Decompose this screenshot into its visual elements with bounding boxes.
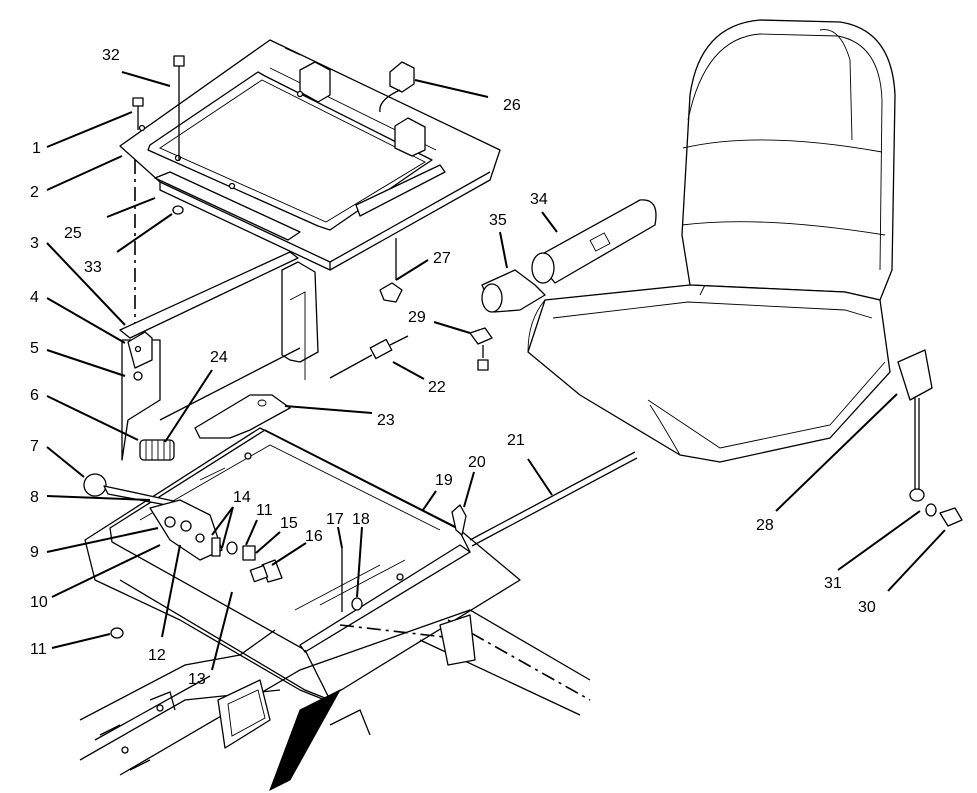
tractor-frame: [79, 609, 591, 792]
callout-8: 8: [30, 489, 39, 506]
pivot-hardware: [226, 541, 283, 583]
callout-16: 16: [305, 528, 323, 545]
callout-26: 26: [503, 97, 521, 114]
clamp-29: [469, 327, 493, 371]
callout-labels: 32 1 2 25 33 3 4 5 6 7 8 9 10 11 12 13 1…: [30, 47, 876, 688]
adjuster-rod: [469, 451, 638, 547]
callout-34: 34: [530, 191, 548, 208]
callout-14: 14: [233, 489, 251, 506]
callout-23: 23: [377, 412, 395, 429]
rod-retainer-clip: [451, 504, 467, 536]
seat-switch: [379, 61, 415, 113]
callout-28: 28: [756, 517, 774, 534]
callout-33: 33: [84, 259, 102, 276]
washer-11: [110, 627, 124, 639]
callout-18: 18: [352, 511, 370, 528]
callout-11-upper: 11: [256, 502, 273, 519]
callout-27: 27: [433, 250, 451, 267]
callout-29: 29: [408, 309, 426, 326]
bolt-1: [132, 97, 144, 130]
washer-31: [925, 503, 937, 517]
callout-6: 6: [30, 387, 39, 404]
slide-rail-assembly: [119, 251, 319, 461]
callout-22: 22: [428, 379, 446, 396]
nut-33: [172, 205, 184, 215]
leader-lines: [46, 71, 946, 671]
callout-32: 32: [102, 47, 120, 64]
callout-15: 15: [280, 515, 298, 532]
bolt-32: [173, 55, 185, 160]
cable-clamp: [379, 238, 403, 303]
callout-20: 20: [468, 454, 486, 471]
seat-belt-buckle: [897, 349, 963, 527]
callout-12: 12: [148, 647, 166, 664]
seat-cushion: [527, 19, 896, 463]
callout-13: 13: [188, 671, 206, 688]
callout-30: 30: [858, 599, 876, 616]
callout-5: 5: [30, 340, 39, 357]
adjuster-cable: [329, 335, 409, 379]
washer-18: [351, 597, 363, 611]
callout-35: 35: [489, 212, 507, 229]
bolt-30: [939, 507, 963, 527]
extension-spring: [139, 439, 175, 461]
lever-knob: [83, 473, 107, 497]
callout-10: 10: [30, 594, 48, 611]
spacer-plate: [154, 171, 301, 241]
seat-latch-bracket: [194, 394, 291, 439]
callout-1: 1: [32, 140, 41, 157]
callout-21: 21: [507, 432, 525, 449]
adjust-lever: [83, 473, 223, 561]
callout-19: 19: [435, 472, 453, 489]
callout-2: 2: [30, 184, 39, 201]
callout-9: 9: [30, 544, 39, 561]
callout-4: 4: [30, 289, 39, 306]
callout-7: 7: [30, 438, 39, 455]
callout-3: 3: [30, 235, 39, 252]
callout-31: 31: [824, 575, 842, 592]
callout-11-lower: 11: [30, 641, 47, 658]
callout-17: 17: [326, 511, 344, 528]
callout-25: 25: [64, 225, 82, 242]
cable-boot: [481, 269, 546, 313]
cable-cover-tube: [531, 199, 657, 284]
seat-mount-plate: [119, 39, 501, 271]
callout-24: 24: [210, 349, 228, 366]
